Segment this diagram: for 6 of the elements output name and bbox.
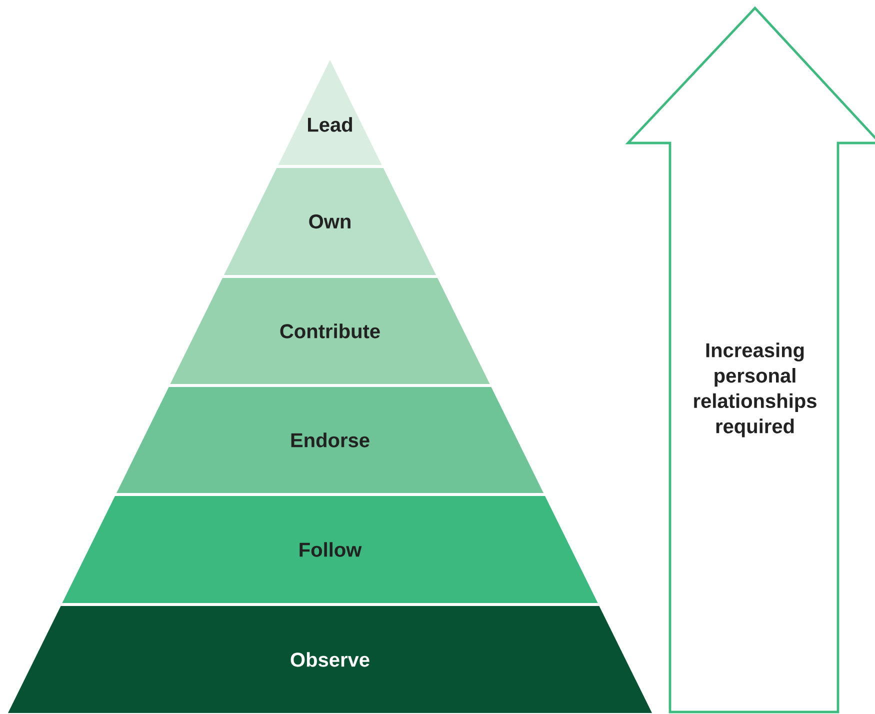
- pyramid-tier: Contribute: [170, 278, 490, 384]
- pyramid-apex: Lead: [278, 60, 382, 165]
- pyramid-tier: Endorse: [116, 387, 544, 493]
- pyramid-tier: Own: [224, 168, 436, 275]
- pyramid-tier: Observe: [8, 606, 652, 713]
- pyramid-tier: Follow: [62, 496, 598, 603]
